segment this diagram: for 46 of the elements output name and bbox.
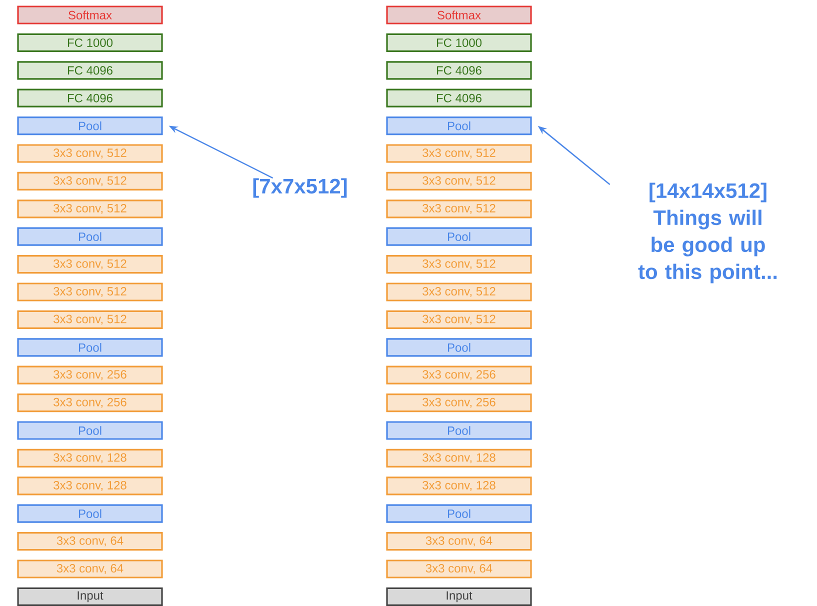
layer-box: Pool: [386, 338, 532, 357]
annotation-text: [7x7x512]: [253, 178, 347, 198]
layer-box: Pool: [17, 116, 163, 136]
layer-box: 3x3 conv, 512: [386, 282, 532, 302]
layer-box: 3x3 conv, 128: [386, 448, 532, 468]
layer-box: Softmax: [386, 6, 532, 24]
layer-box: Softmax: [17, 6, 163, 24]
layer-box: FC 4096: [17, 88, 163, 108]
layer-box: FC 4096: [386, 88, 532, 108]
layer-box: 3x3 conv, 512: [386, 255, 532, 274]
layer-box: 3x3 conv, 512: [17, 144, 163, 163]
layer-box: Input: [17, 587, 163, 606]
layer-box: 3x3 conv, 64: [386, 532, 532, 551]
layer-box: 3x3 conv, 256: [17, 394, 163, 412]
layer-box: 3x3 conv, 512: [386, 200, 532, 218]
layer-box: Pool: [386, 421, 532, 440]
layer-box: Pool: [386, 227, 532, 246]
layer-box: Pool: [17, 227, 163, 246]
layer-box: 3x3 conv, 256: [17, 366, 163, 384]
layer-box: FC 4096: [386, 61, 532, 80]
layer-box: 3x3 conv, 256: [386, 366, 532, 384]
layer-box: FC 1000: [17, 33, 163, 52]
layer-box: Pool: [386, 116, 532, 136]
layer-box: 3x3 conv, 128: [386, 476, 532, 496]
layer-box: 3x3 conv, 128: [17, 448, 163, 468]
layer-box: FC 4096: [17, 61, 163, 80]
layer-box: Pool: [386, 504, 532, 523]
layer-box: 3x3 conv, 64: [17, 532, 163, 551]
layer-box: 3x3 conv, 512: [17, 172, 163, 190]
layer-box: 3x3 conv, 512: [17, 255, 163, 274]
annotation-text: [14x14x512] Things will be good up to this point...: [638, 182, 777, 284]
layer-box: 3x3 conv, 512: [386, 310, 532, 329]
layer-box: 3x3 conv, 256: [386, 394, 532, 412]
layer-box: 3x3 conv, 64: [17, 560, 163, 578]
layer-box: 3x3 conv, 64: [386, 560, 532, 578]
layer-box: 3x3 conv, 128: [17, 476, 163, 496]
layer-box: 3x3 conv, 512: [17, 310, 163, 329]
layer-box: Pool: [17, 504, 163, 523]
layer-box: Input: [386, 587, 532, 606]
layer-box: 3x3 conv, 512: [17, 200, 163, 218]
layer-box: Pool: [17, 421, 163, 440]
layer-box: Pool: [17, 338, 163, 357]
layer-box: 3x3 conv, 512: [386, 144, 532, 163]
layer-box: 3x3 conv, 512: [386, 172, 532, 190]
layer-box: 3x3 conv, 512: [17, 282, 163, 302]
layer-box: FC 1000: [386, 33, 532, 52]
